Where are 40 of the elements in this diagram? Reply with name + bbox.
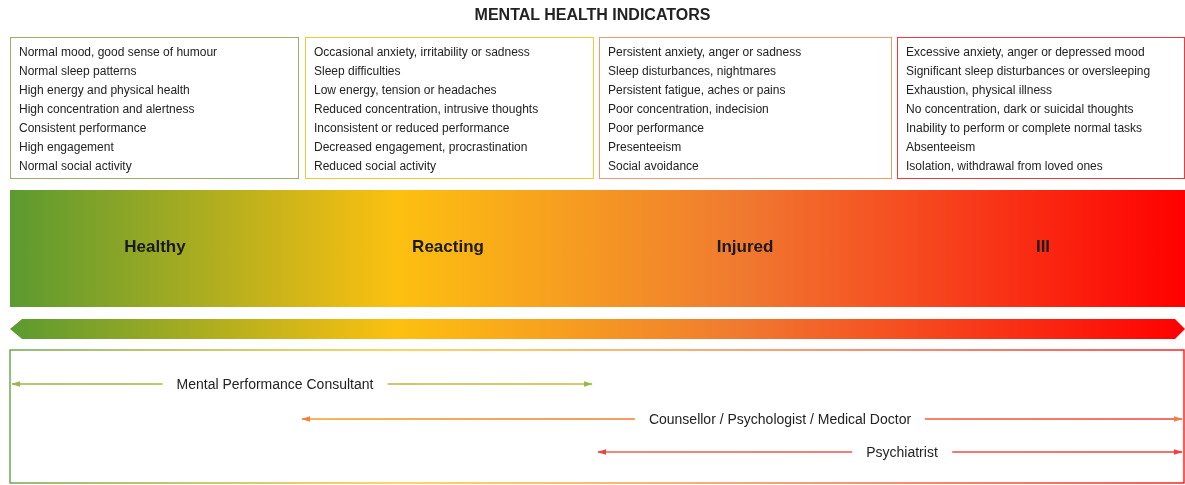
provider-label: Psychiatrist xyxy=(852,444,952,460)
symptom-text: Presenteeism xyxy=(608,139,683,156)
symptom-text: Sleep disturbances, nightmares xyxy=(608,63,778,80)
symptom-text: Normal social activity xyxy=(19,158,133,175)
symptom-text: Reduced concentration, intrusive thoughts xyxy=(314,101,540,118)
stage-label: Injured xyxy=(716,237,774,257)
title: MENTAL HEALTH INDICATORS xyxy=(473,6,712,24)
provider-label: Mental Performance Consultant xyxy=(162,376,388,392)
symptom-text: Poor concentration, indecision xyxy=(608,101,770,118)
symptom-text: High engagement xyxy=(19,139,115,156)
symptom-text: Low energy, tension or headaches xyxy=(314,82,498,99)
symptom-text: Persistent anxiety, anger or sadness xyxy=(608,44,803,61)
symptom-text: Normal sleep patterns xyxy=(19,63,138,80)
symptom-text: Persistent fatigue, aches or pains xyxy=(608,82,787,99)
symptom-text: Decreased engagement, procrastination xyxy=(314,139,529,156)
symptom-text: Exhaustion, physical illness xyxy=(906,82,1054,99)
symptom-text: Occasional anxiety, irritability or sadness xyxy=(314,44,531,61)
symptom-text: Inability to perform or complete normal tasks xyxy=(906,120,1144,137)
indicator-box xyxy=(599,37,892,179)
symptom-text: Isolation, withdrawal from loved ones xyxy=(906,158,1104,175)
symptom-text: Social avoidance xyxy=(608,158,700,175)
symptom-text: Normal mood, good sense of humour xyxy=(19,44,219,61)
symptom-text: Absenteeism xyxy=(906,139,977,156)
stage-label: Ill xyxy=(1035,237,1051,257)
stage-label: Reacting xyxy=(412,237,484,257)
symptom-text: Sleep difficulties xyxy=(314,63,402,80)
symptom-text: Significant sleep disturbances or oversleeping xyxy=(906,63,1152,80)
symptom-text: High concentration and alertness xyxy=(19,101,196,118)
stage-label: Healthy xyxy=(124,237,186,257)
symptom-text: No concentration, dark or suicidal thoughts xyxy=(906,101,1135,118)
symptom-text: Inconsistent or reduced performance xyxy=(314,120,511,137)
indicator-box xyxy=(305,37,594,179)
provider-label: Counsellor / Psychologist / Medical Doctor xyxy=(634,411,926,427)
symptom-text: Reduced social activity xyxy=(314,158,438,175)
symptom-text: Excessive anxiety, anger or depressed mood xyxy=(906,44,1146,61)
indicator-box xyxy=(10,37,299,179)
symptom-text: Poor performance xyxy=(608,120,706,137)
symptom-text: High energy and physical health xyxy=(19,82,191,99)
symptom-text: Consistent performance xyxy=(19,120,148,137)
indicator-box xyxy=(897,37,1185,179)
